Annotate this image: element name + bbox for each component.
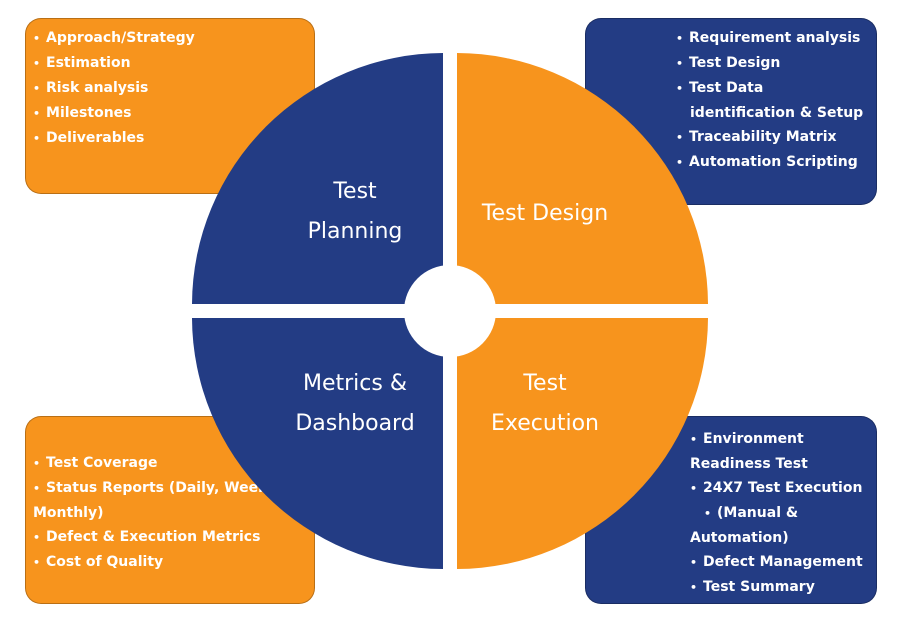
list-item: •Traceability Matrix [676,129,837,145]
list-item: •Defect Management [690,554,863,570]
list-item: •Automation Scripting [676,154,858,170]
center-hub [404,265,496,357]
list-item: •Milestones [33,105,132,121]
list-item: •(Manual & [704,505,799,521]
test-design-label: Test Design [481,201,608,226]
metrics-dashboard-label-line1: Metrics & [303,371,407,396]
list-item: •Approach/Strategy [33,30,195,46]
quadrant-test-design [457,53,708,304]
list-item: •Status Reports (Daily, Weekly, Monthly) [33,480,286,521]
quadrant-test-planning [192,53,443,304]
quadrant-metrics-dashboard [192,318,443,569]
list-item: •Requirement analysis [676,30,861,46]
list-item: •Cost of Quality [33,554,164,570]
design-details-box: •Requirement analysis •Test Design •Test… [585,18,877,205]
list-item: •Test Data identification & Setup [676,80,864,121]
test-execution-label-line1: Test [522,371,567,396]
list-item: Automation) [690,530,789,546]
quadrant-test-execution [457,318,708,569]
list-item: •Test Coverage [33,455,158,471]
list-item: •Risk analysis [33,80,149,96]
list-item: •Deliverables [33,130,145,146]
list-item: •Environment [690,431,804,447]
test-planning-label-line1: Test [332,179,377,204]
metrics-dashboard-label-line2: Dashboard [295,411,414,436]
list-item: •Defect & Execution Metrics [33,529,261,545]
planning-details-box: •Approach/Strategy •Estimation •Risk ana… [25,18,315,194]
list-item: •Estimation [33,55,131,71]
test-planning-label-line2: Planning [308,219,403,244]
list-item: •Test Summary Report [690,579,815,620]
list-item: Readiness Test [690,456,808,472]
test-execution-label-line2: Execution [491,411,599,436]
list-item: •24X7 Test Execution [690,480,863,496]
list-item: •Test Design [676,55,781,71]
